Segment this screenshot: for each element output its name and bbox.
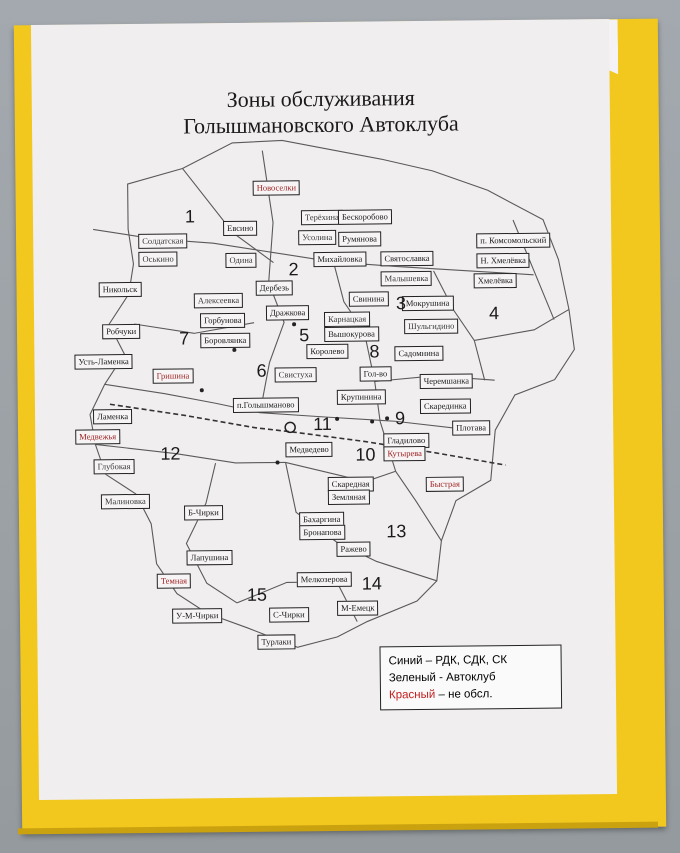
settlement-label: У-М-Чирки	[172, 608, 223, 624]
settlement-label: Робчуки	[102, 323, 141, 339]
settlement-dot	[292, 322, 297, 327]
settlement-label: Никольск	[98, 281, 142, 297]
settlement-label: Михайловка	[313, 251, 367, 267]
legend-text: – не обсл.	[435, 688, 493, 701]
zone-number: 13	[386, 521, 407, 542]
zone-number: 6	[256, 360, 267, 381]
settlement-label: Медведево	[285, 441, 333, 457]
legend-key: Красный	[388, 688, 436, 702]
settlement-label: Терёхина	[300, 209, 343, 225]
zone-number: 5	[299, 325, 310, 346]
settlement-label: Ражево	[336, 541, 371, 557]
settlement-dot	[335, 416, 340, 421]
legend-row: Красный – не обсл.	[389, 686, 553, 705]
zone-number: 2	[288, 259, 299, 280]
settlement-label: Горбунова	[199, 312, 246, 328]
settlement-label: Лапушина	[186, 549, 233, 565]
settlement-label: Темная	[156, 573, 192, 589]
settlement-label: Мокрушина	[401, 295, 454, 311]
zone-number: 4	[488, 303, 500, 324]
zone-number: 14	[361, 573, 382, 594]
settlement-label: п. Комсомольский	[476, 232, 551, 248]
settlement-label: Солдатская	[138, 233, 188, 249]
zone-number: 9	[394, 408, 406, 429]
settlement-label: Гол-во	[359, 366, 392, 382]
settlement-label: Шульгидино	[404, 318, 459, 334]
settlement-label: Крупинина	[336, 389, 386, 405]
settlement-label: Усолина	[298, 229, 337, 245]
settlement-label: Королево	[306, 343, 349, 359]
settlement-label: Дербезь	[255, 280, 294, 296]
zone-number: 10	[355, 444, 376, 465]
legend-text: - Автоклуб	[435, 671, 496, 684]
settlement-label: Святославка	[380, 250, 434, 266]
settlement-label: Быстрая	[425, 476, 464, 492]
map-legend: Синий – РДК, СДК, СК Зеленый - Автоклуб …	[379, 644, 563, 711]
settlement-label: Плотава	[452, 420, 491, 436]
settlement-label: Земляная	[327, 489, 370, 505]
settlement-dot	[385, 416, 390, 421]
settlement-label: Хмелёвка	[473, 272, 517, 288]
settlement-label: Усть-Ламенка	[74, 354, 133, 370]
zone-number: 1	[184, 206, 196, 227]
settlement-dot	[275, 460, 280, 465]
settlement-label: Гришина	[152, 368, 194, 384]
zone-number: 8	[369, 341, 380, 362]
settlement-label: Свинина	[348, 291, 389, 307]
legend-row: Синий – РДК, СДК, СК	[389, 652, 553, 671]
settlement-dot	[370, 419, 375, 424]
settlement-label: Новоселки	[252, 180, 301, 196]
settlement-label: Бескоробово	[337, 209, 392, 225]
zone-number: 11	[313, 413, 332, 435]
legend-key: Зеленый	[388, 671, 436, 685]
settlement-label: Карнацкая	[323, 311, 371, 327]
paper-sheet: Зоны обслуживания Голышмановского Автокл…	[30, 18, 618, 801]
zone-number: 3	[395, 293, 407, 314]
settlement-label: Медвежья	[75, 429, 121, 445]
settlement-label: Одина	[225, 252, 257, 268]
settlement-label: Вышокурова	[324, 326, 379, 342]
settlement-label: Б-Чирки	[183, 505, 223, 520]
zone-number: 12	[160, 443, 181, 464]
settlement-label: Ламенка	[92, 409, 133, 424]
settlement-dot	[232, 347, 237, 352]
settlement-label: М-Емецк	[337, 600, 379, 616]
settlement-dot	[199, 388, 204, 393]
settlement-label: Оськино	[138, 251, 178, 267]
settlement-label: С-Чирки	[269, 607, 309, 623]
settlement-label: Свистуха	[274, 367, 317, 383]
settlement-label: Алексеевка	[193, 292, 244, 308]
settlement-label: Кутырева	[383, 445, 426, 461]
settlement-label: Румянова	[338, 231, 381, 247]
settlement-label: п.Голышманово	[232, 397, 299, 413]
settlement-label: Черемшанка	[419, 373, 474, 389]
legend-row: Зеленый - Автоклуб	[389, 669, 553, 688]
settlement-label: Малиновка	[100, 493, 150, 509]
settlement-label: Турлаки	[257, 634, 296, 650]
settlement-label: Боровлянка	[200, 332, 251, 348]
settlement-label: Дражкова	[265, 305, 310, 321]
settlement-label: Мелкозерова	[296, 571, 352, 587]
zone-number: 7	[179, 328, 190, 349]
settlement-label: Евсино	[223, 220, 258, 236]
settlement-label: Садомнина	[394, 345, 444, 361]
zone-number: 15	[246, 584, 268, 605]
legend-text: – РДК, СДК, СК	[422, 654, 508, 667]
settlement-label: Глубокая	[93, 458, 135, 474]
settlement-label: Бронапова	[299, 524, 346, 540]
settlement-label: Скарединка	[419, 398, 471, 414]
legend-key: Синий	[388, 654, 423, 668]
settlement-label: Н. Хмелёвка	[476, 252, 531, 268]
settlement-label: Малышевка	[380, 270, 433, 286]
